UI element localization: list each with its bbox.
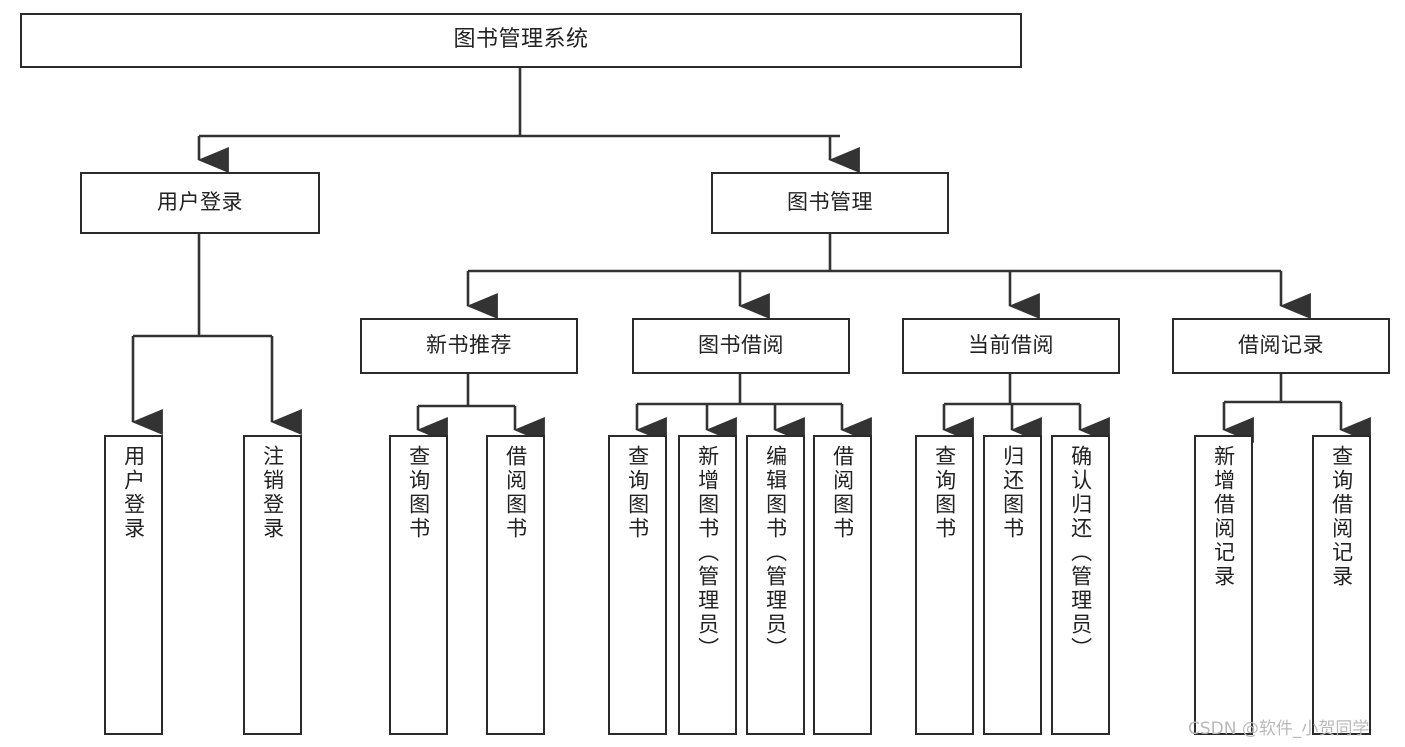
node-leaf-user-login-label: 用户登录 xyxy=(121,445,146,541)
node-leaf-add-record-label: 新增借阅记录 xyxy=(1211,445,1236,589)
node-leaf-logout-login[interactable]: 注销登录 xyxy=(243,435,302,735)
node-leaf-user-login[interactable]: 用户登录 xyxy=(104,435,163,735)
node-borrow-record[interactable]: 借阅记录 xyxy=(1172,318,1390,374)
node-leaf-return-book-label: 归还图书 xyxy=(1000,445,1025,541)
node-current-borrow-label: 当前借阅 xyxy=(968,333,1054,358)
node-leaf-confirm-return[interactable]: 确认归还（管理员） xyxy=(1051,435,1110,735)
node-book-management[interactable]: 图书管理 xyxy=(711,172,949,234)
node-user-login-label: 用户登录 xyxy=(157,190,243,215)
csdn-watermark: CSDN @软件_小贺同学 xyxy=(1188,719,1370,739)
node-user-login[interactable]: 用户登录 xyxy=(80,172,320,234)
node-leaf-query-book-2[interactable]: 查询图书 xyxy=(608,435,667,735)
node-leaf-query-book-1-label: 查询图书 xyxy=(406,445,431,541)
node-new-book-recommend-label: 新书推荐 xyxy=(426,333,512,358)
node-leaf-add-book[interactable]: 新增图书（管理员） xyxy=(678,435,737,735)
node-leaf-borrow-book-1[interactable]: 借阅图书 xyxy=(486,435,545,735)
node-leaf-borrow-book-2[interactable]: 借阅图书 xyxy=(813,435,872,735)
node-leaf-query-book-3-label: 查询图书 xyxy=(932,445,957,541)
node-current-borrow[interactable]: 当前借阅 xyxy=(902,318,1120,374)
node-leaf-confirm-return-label: 确认归还（管理员） xyxy=(1068,445,1093,661)
node-leaf-add-record[interactable]: 新增借阅记录 xyxy=(1194,435,1253,735)
node-leaf-logout-login-label: 注销登录 xyxy=(260,445,285,541)
node-borrow-record-label: 借阅记录 xyxy=(1238,333,1324,358)
node-leaf-return-book[interactable]: 归还图书 xyxy=(983,435,1042,735)
node-leaf-query-record[interactable]: 查询借阅记录 xyxy=(1312,435,1371,735)
node-new-book-recommend[interactable]: 新书推荐 xyxy=(360,318,578,374)
node-book-borrow[interactable]: 图书借阅 xyxy=(632,318,850,374)
node-leaf-query-book-2-label: 查询图书 xyxy=(625,445,650,541)
node-leaf-borrow-book-1-label: 借阅图书 xyxy=(503,445,528,541)
node-root-system-label: 图书管理系统 xyxy=(453,27,589,53)
node-leaf-edit-book[interactable]: 编辑图书（管理员） xyxy=(746,435,805,735)
node-leaf-query-book-1[interactable]: 查询图书 xyxy=(389,435,448,735)
node-leaf-query-book-3[interactable]: 查询图书 xyxy=(915,435,974,735)
node-leaf-borrow-book-2-label: 借阅图书 xyxy=(830,445,855,541)
node-book-borrow-label: 图书借阅 xyxy=(698,333,784,358)
node-root-system[interactable]: 图书管理系统 xyxy=(20,13,1022,68)
node-leaf-add-book-label: 新增图书（管理员） xyxy=(695,445,720,661)
node-leaf-edit-book-label: 编辑图书（管理员） xyxy=(763,445,788,661)
node-book-management-label: 图书管理 xyxy=(787,190,873,215)
node-leaf-query-record-label: 查询借阅记录 xyxy=(1329,445,1354,589)
